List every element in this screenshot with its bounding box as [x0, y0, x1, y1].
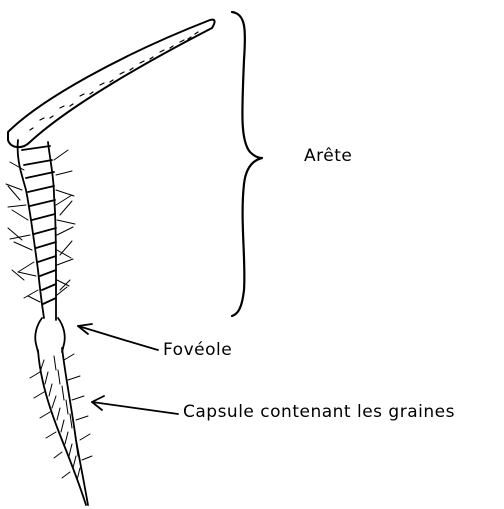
- capsule-label: Capsule contenant les graines: [183, 402, 455, 422]
- capsule-body: [38, 348, 88, 505]
- foveole-arrow: [78, 324, 158, 350]
- capsule-hairs: [30, 354, 92, 480]
- capsule-arrow: [92, 396, 178, 414]
- foveole-neck: [35, 318, 65, 352]
- arete-label: Arête: [304, 146, 352, 166]
- awn-column: [18, 140, 56, 320]
- awn-blade-stipple: [30, 32, 198, 130]
- awn-column-hairs: [6, 150, 75, 302]
- arete-brace: [232, 12, 262, 316]
- foveole-label: Fovéole: [163, 340, 232, 360]
- awn-blade: [8, 20, 215, 147]
